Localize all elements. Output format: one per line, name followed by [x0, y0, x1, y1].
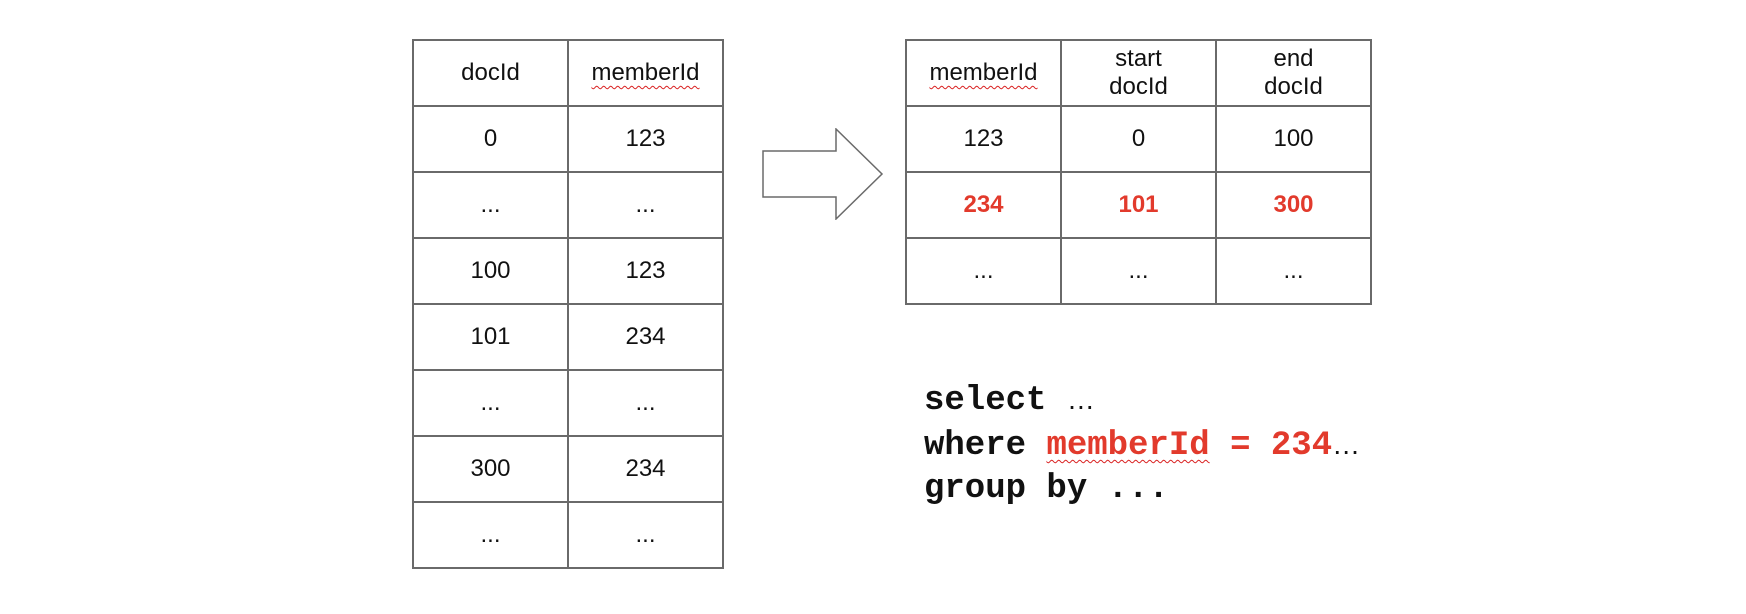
table-header-row: docId memberId: [412, 39, 724, 107]
doc-member-table: docId memberId 0 123 ... ... 100 123 101…: [412, 39, 724, 569]
table-cell: 123: [905, 105, 1062, 173]
table-cell: ...: [905, 237, 1062, 305]
query-ellipsis: …: [1066, 384, 1095, 415]
sql-query: select …where memberId = 234…group by ..…: [924, 378, 1360, 511]
table-cell: ...: [412, 369, 569, 437]
table-cell: ...: [567, 369, 724, 437]
table-row: ... ... ...: [905, 237, 1372, 305]
query-field: memberId: [1046, 427, 1210, 465]
table-row: 101 234: [412, 303, 724, 371]
table-row: ... ...: [412, 171, 724, 239]
table-cell: ...: [1060, 237, 1217, 305]
right-arrow-icon: [762, 128, 884, 220]
table-cell: ...: [567, 501, 724, 569]
table-row: 100 123: [412, 237, 724, 305]
header-cell: memberId: [905, 39, 1062, 107]
table-cell: 100: [412, 237, 569, 305]
query-line: group by ...: [924, 470, 1169, 508]
query-condition: = 234: [1209, 427, 1333, 465]
header-line: end: [1273, 45, 1314, 72]
query-line: where memberId = 234…: [924, 423, 1360, 468]
table-cell: ...: [1215, 237, 1372, 305]
table-cell: ...: [412, 501, 569, 569]
table-row: 123 0 100: [905, 105, 1372, 173]
header-cell-text: memberId: [929, 59, 1038, 86]
header-line: docId: [1109, 73, 1168, 100]
query-keyword: where: [924, 427, 1027, 465]
query-keyword: select: [924, 382, 1047, 420]
header-cell-text: memberId: [591, 59, 700, 86]
table-cell: 234: [567, 303, 724, 371]
table-row: 300 234: [412, 435, 724, 503]
table-cell: 300: [1215, 171, 1372, 239]
table-cell: 0: [412, 105, 569, 173]
table-cell: 123: [567, 237, 724, 305]
table-cell: 234: [567, 435, 724, 503]
table-cell: ...: [567, 171, 724, 239]
highlighted-table-row: 234 101 300: [905, 171, 1372, 239]
table-row: ... ...: [412, 501, 724, 569]
table-cell: 234: [905, 171, 1062, 239]
table-cell: 100: [1215, 105, 1372, 173]
table-cell: 123: [567, 105, 724, 173]
table-cell: 0: [1060, 105, 1217, 173]
table-cell: 101: [1060, 171, 1217, 239]
query-ellipsis: …: [1332, 429, 1361, 460]
header-cell: memberId: [567, 39, 724, 107]
table-row: ... ...: [412, 369, 724, 437]
header-line: docId: [1264, 73, 1323, 100]
header-cell: docId: [412, 39, 569, 107]
table-cell: 300: [412, 435, 569, 503]
table-row: 0 123: [412, 105, 724, 173]
table-cell: ...: [412, 171, 569, 239]
table-cell: 101: [412, 303, 569, 371]
header-line: start: [1115, 45, 1162, 72]
query-line: select …: [924, 378, 1360, 423]
